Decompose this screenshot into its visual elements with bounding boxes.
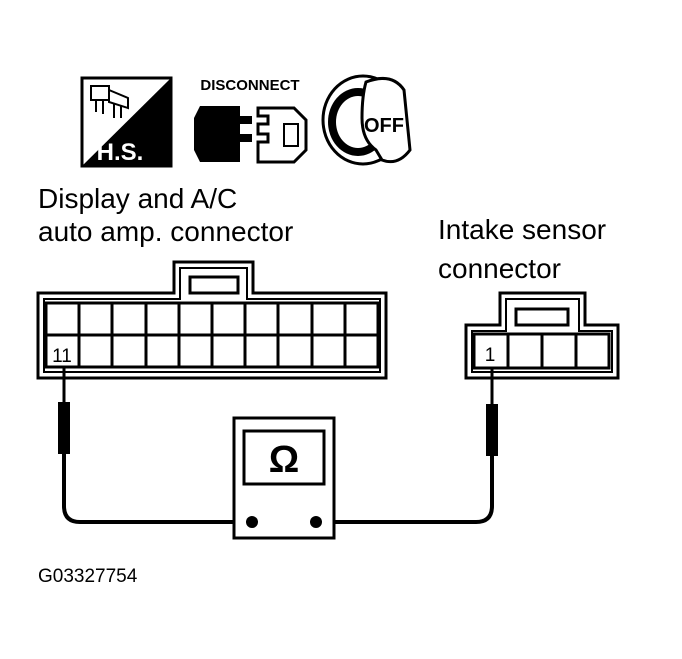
display-ac-auto-amp-connector — [36, 260, 388, 380]
harness-side-label: H.S. — [97, 139, 144, 166]
disconnect-label: DISCONNECT — [200, 77, 299, 94]
disconnect-connector-icon: DISCONNECT — [194, 77, 308, 164]
right-probe — [316, 367, 498, 524]
right-connector-pin-number: 1 — [485, 345, 496, 366]
ignition-key-off-icon: OFF — [321, 74, 412, 166]
ignition-off-label: OFF — [364, 115, 404, 137]
ohmmeter — [232, 416, 336, 540]
right-connector-label-line2: connector — [438, 253, 561, 284]
left-connector-label-line1: Display and A/C — [38, 183, 238, 214]
left-connector-pin-number: 11 — [52, 346, 72, 367]
right-connector-cavities — [472, 332, 611, 370]
harness-side-icon: H.S. — [80, 76, 173, 168]
left-connector-cavities — [44, 301, 380, 369]
left-probe — [58, 367, 252, 524]
right-connector-label-line1: Intake sensor — [438, 214, 607, 245]
figure-code: G03327754 — [38, 566, 138, 587]
ohm-symbol: Ω — [269, 439, 299, 481]
intake-sensor-connector — [464, 291, 620, 380]
left-connector-label-line2: auto amp. connector — [38, 216, 294, 247]
